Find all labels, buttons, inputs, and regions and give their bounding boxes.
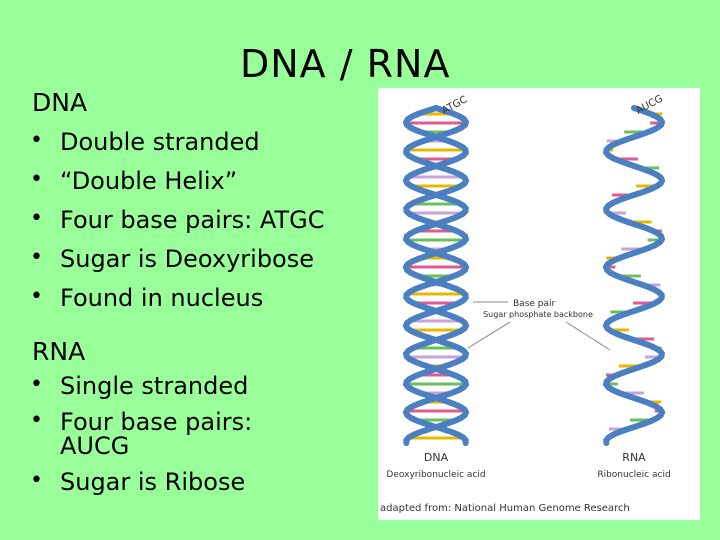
backbone-pointer-rna: [565, 321, 611, 351]
helix-diagram: ATGC AUCG Base pair Sugar phosphate back…: [380, 93, 671, 514]
slide-title: DNA / RNA: [240, 42, 451, 86]
dna-bullet-list: Double stranded “Double Helix” Four base…: [30, 130, 324, 325]
dna-bullet: “Double Helix”: [30, 169, 324, 208]
rna-bullet: Single stranded: [30, 374, 290, 398]
rna-bullet: Four base pairs: AUCG: [30, 410, 290, 458]
rna-bullet-list: Single stranded Four base pairs: AUCG Su…: [30, 374, 290, 506]
image-credit: adapted from: National Human Genome Rese…: [380, 503, 630, 514]
dna-bullet: Double stranded: [30, 130, 324, 169]
backbone-label: Sugar phosphate backbone: [483, 310, 593, 319]
rna-full-name: Ribonucleic acid: [597, 470, 670, 480]
dna-bullet: Sugar is Deoxyribose: [30, 247, 324, 286]
backbone-pointer-dna: [467, 321, 511, 349]
dna-bullet: Found in nucleus: [30, 286, 324, 325]
rna-label: RNA: [622, 451, 646, 464]
sugar-phosphate-strand: [602, 105, 666, 446]
base-pair-label: Base pair: [513, 299, 556, 309]
rna-heading: RNA: [32, 337, 86, 366]
sugar-phosphate-strand: [402, 105, 470, 446]
rna-bullet: Sugar is Ribose: [30, 470, 290, 494]
dna-rna-helix-figure: ATGC AUCG Base pair Sugar phosphate back…: [378, 88, 700, 520]
dna-heading: DNA: [32, 88, 88, 117]
sugar-phosphate-strand: [402, 105, 470, 446]
rna-single-helix: [602, 105, 666, 446]
dna-double-helix: [402, 105, 470, 446]
dna-bullet: Four base pairs: ATGC: [30, 208, 324, 247]
dna-label: DNA: [424, 451, 449, 464]
dna-full-name: Deoxyribonucleic acid: [386, 470, 485, 480]
